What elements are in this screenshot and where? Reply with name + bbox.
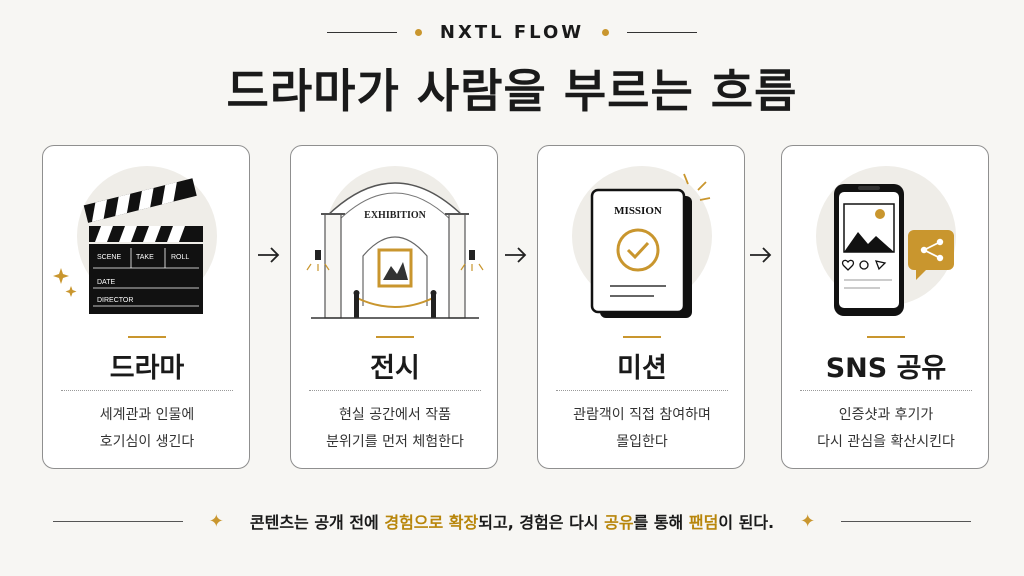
desc-line-2: 몰입한다 [616,434,668,450]
step-title: 드라마 [109,353,185,384]
accent-bar [376,336,414,338]
footer-line-right [841,520,972,522]
step-description: 세계관과 인물에 호기심이 생긴다 [43,402,251,456]
board-director-label: DIRECTOR [97,297,133,304]
footer-highlight-3: 팬덤 [688,513,719,532]
footer-sentence: 콘텐츠는 공개 전에 경험으로 확장되고, 경험은 다시 공유를 통해 팬덤이 … [250,509,774,533]
step-title: 미션 [617,353,667,384]
arrow-right-icon [505,247,527,263]
step-card-drama: SCENE TAKE ROLL DATE DIRECTOR 드라마 세계관과 인… [42,145,250,469]
eyebrow-dot-left [414,28,422,36]
footer-highlight-2: 공유 [604,513,634,532]
step-description: 관람객이 직접 참여하며 몰입한다 [538,402,746,456]
step-description: 현실 공간에서 작품 분위기를 먼저 체험한다 [291,402,499,456]
board-date-label: DATE [97,279,115,286]
mission-card-icon: MISSION [590,173,711,318]
eyebrow-line-left [326,31,397,33]
board-scene-label: SCENE [97,254,121,261]
board-take-label: TAKE [136,254,154,261]
footer-summary: ✦ 콘텐츠는 공개 전에 경험으로 확장되고, 경험은 다시 공유를 통해 팬덤… [0,506,1024,536]
sparkle-icon: ✦ [800,510,816,532]
footer-text-1: 콘텐츠는 공개 전에 [249,513,385,532]
arrow-right-icon [750,247,772,263]
desc-line-2: 분위기를 먼저 체험한다 [326,434,464,450]
footer-line-left [52,520,183,522]
arrow-right-icon [258,247,280,263]
dotted-divider [61,390,233,391]
step-title: SNS 공유 [825,353,947,384]
clapperboard-icon: SCENE TAKE ROLL DATE DIRECTOR [53,178,203,314]
dotted-divider [309,390,481,391]
eyebrow: NXTL FLOW [0,18,1024,46]
desc-line-2: 다시 관심을 확산시킨다 [817,434,955,450]
desc-line-1: 관람객이 직접 참여하며 [573,407,711,423]
accent-bar [867,336,905,338]
accent-bar [623,336,661,338]
footer-text-2: 되고, 경험은 다시 [478,513,605,532]
step-title: 전시 [370,353,420,384]
dotted-divider [800,390,972,391]
footer-highlight-1: 경험으로 확장 [384,513,479,532]
desc-line-2: 호기심이 생긴다 [99,434,195,450]
eyebrow-dot-right [602,28,610,36]
smartphone-share-icon [834,184,954,316]
exhibition-sign: EXHIBITION [364,210,426,221]
step-card-mission: MISSION 미션 관람객이 직접 참여하며 몰입한다 [537,145,745,469]
footer-text-3: 를 통해 [633,513,689,532]
eyebrow-line-right [627,31,698,33]
step-card-sns: SNS 공유 인증샷과 후기가 다시 관심을 확산시킨다 [781,145,989,469]
step-description: 인증샷과 후기가 다시 관심을 확산시킨다 [782,402,990,456]
mission-sign: MISSION [614,205,662,217]
desc-line-1: 인증샷과 후기가 [838,407,934,423]
dotted-divider [556,390,728,391]
desc-line-1: 세계관과 인물에 [99,407,195,423]
accent-bar [128,336,166,338]
page-title: 드라마가 사람을 부르는 흐름 [226,64,798,118]
board-roll-label: ROLL [171,254,189,261]
sparkle-icon: ✦ [208,510,224,532]
eyebrow-text: NXTL FLOW [439,21,585,43]
footer-text-4: 이 된다. [718,513,775,532]
exhibition-arch-icon: EXHIBITION [306,182,484,319]
desc-line-1: 현실 공간에서 작품 [339,407,451,423]
step-card-exhibition: EXHIBITION 전시 현실 공간에서 작품 분위기를 먼저 체험한다 [290,145,498,469]
